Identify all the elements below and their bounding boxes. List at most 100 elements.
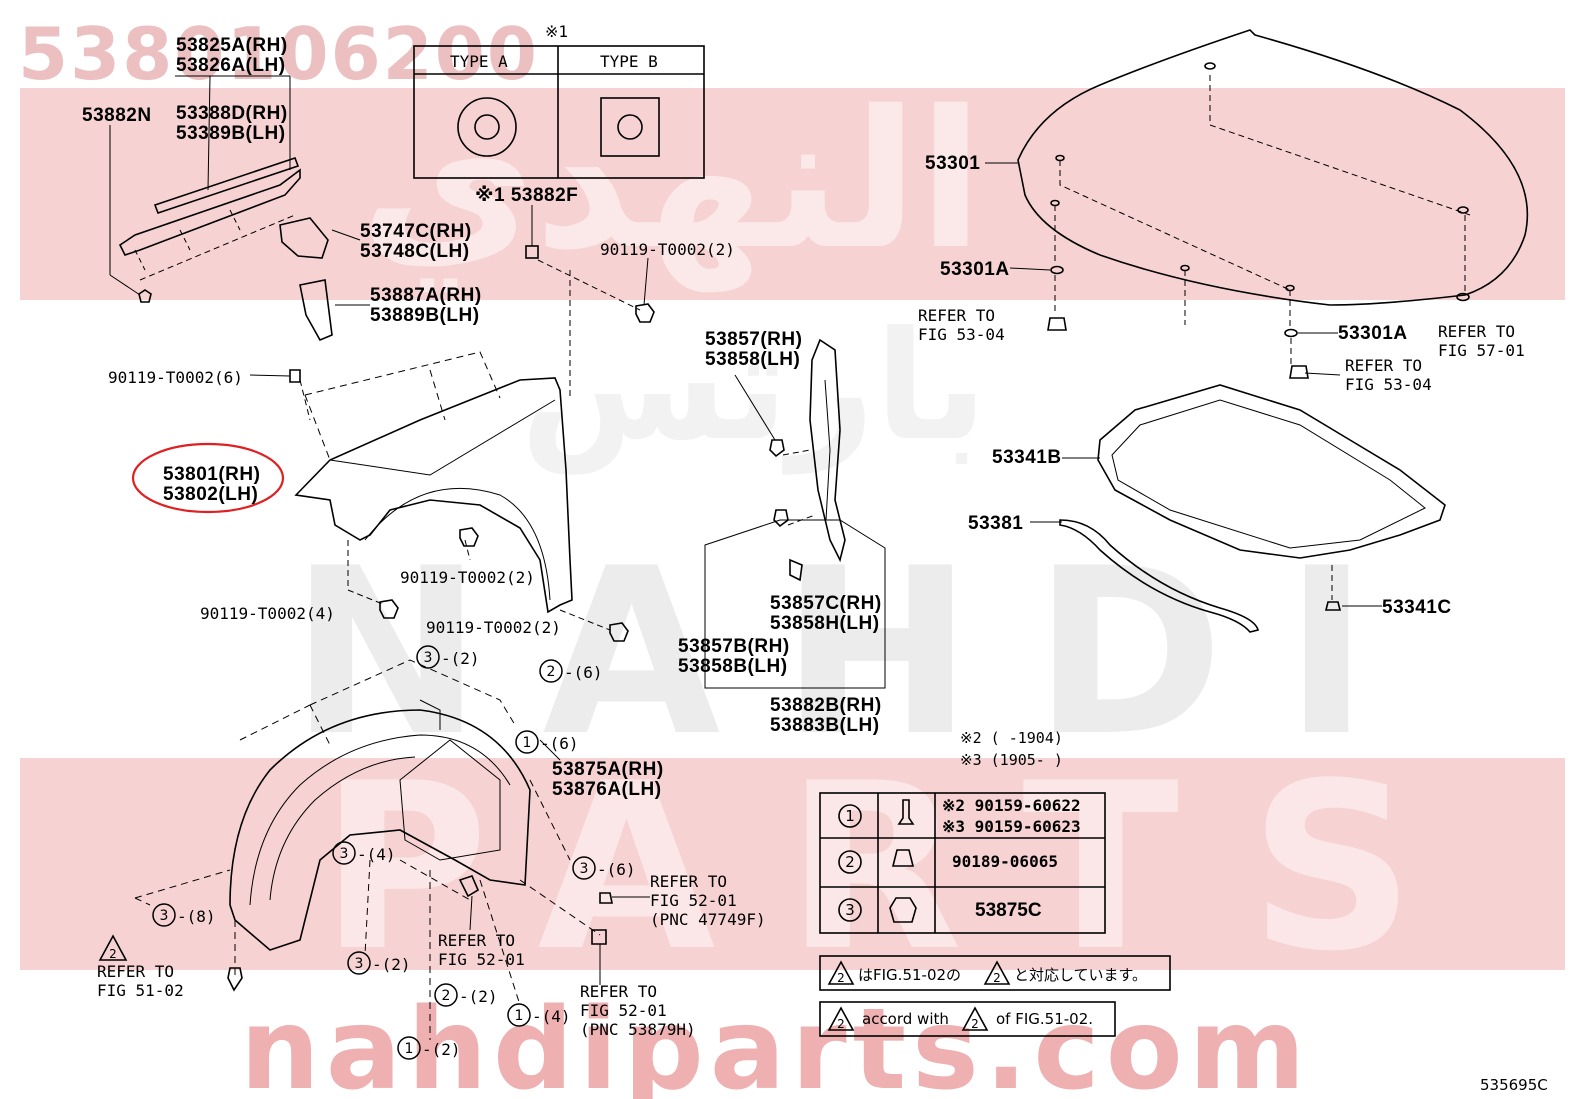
- legend-digit-3: 3: [845, 901, 855, 919]
- label-53857c: 53857C(RH): [770, 593, 882, 614]
- type-a-header: TYPE A: [450, 52, 508, 71]
- label-53826a: 53826A(LH): [176, 55, 286, 76]
- label-53301a-2: 53301A: [1338, 323, 1408, 344]
- label-53858: 53858(LH): [705, 349, 801, 370]
- circle-digit-2a: 2: [547, 664, 556, 680]
- circle-digit-3c: 3: [580, 861, 589, 877]
- label-refer-57-01-1: REFER TO: [1438, 322, 1516, 341]
- watermark-band-low: [20, 758, 1565, 970]
- circle-digit-3e: 3: [355, 956, 364, 972]
- label-53389b: 53389B(LH): [176, 123, 286, 144]
- label-53747c: 53747C(RH): [360, 221, 472, 242]
- label-refer-53-04-b2: FIG 53-04: [1345, 375, 1432, 394]
- note-en-middle: accord with: [862, 1010, 949, 1028]
- label-53748c: 53748C(LH): [360, 241, 470, 262]
- label-refer-53-04-a2: FIG 53-04: [918, 325, 1005, 344]
- label-53341b: 53341B: [992, 447, 1062, 468]
- label-53341c: 53341C: [1382, 597, 1452, 618]
- label-refer-57-01-2: FIG 57-01: [1438, 341, 1525, 360]
- legend-row3-part: 53875C: [975, 900, 1042, 921]
- count-3-2b: -(2): [372, 955, 411, 974]
- label-53825a: 53825A(RH): [176, 35, 288, 56]
- label-refer-52-01-a1: REFER TO: [650, 872, 728, 891]
- label-53876a: 53876A(LH): [552, 779, 662, 800]
- note-tri-digit-b: 2: [993, 971, 1001, 985]
- label-53802: 53802(LH): [163, 484, 259, 505]
- count-3-4: -(4): [357, 845, 396, 864]
- label-refer-52-01-c1: REFER TO: [580, 982, 658, 1001]
- label-53857: 53857(RH): [705, 329, 803, 350]
- circle-digit-2b: 2: [442, 988, 451, 1004]
- watermark-part-number: 5380106200: [18, 12, 539, 96]
- label-53381: 53381: [968, 513, 1024, 534]
- legend-row2-part: 90189-06065: [952, 852, 1058, 871]
- type-b-header: TYPE B: [600, 52, 658, 71]
- count-1-4: -(4): [532, 1007, 571, 1026]
- note-tri-digit-d: 2: [971, 1017, 979, 1031]
- label-bolt-c: 90119-T0002(2): [400, 568, 535, 587]
- note-en-post: of FIG.51-02.: [996, 1010, 1094, 1028]
- label-refer-53-04-b1: REFER TO: [1345, 356, 1423, 375]
- circle-digit-1b: 1: [515, 1008, 524, 1024]
- label-53858h: 53858H(LH): [770, 613, 880, 634]
- watermark-latin-mid: NAHDI: [290, 520, 1430, 787]
- label-refer-52-01-a2: FIG 52-01: [650, 891, 737, 910]
- circle-digit-1a: 1: [523, 735, 532, 751]
- count-3-8: -(8): [177, 907, 216, 926]
- circle-digit-3b: 3: [340, 846, 349, 862]
- label-bolt-e: 90119-T0002(2): [426, 618, 561, 637]
- legend-row1-part-b: ※3 90159-60623: [942, 817, 1081, 836]
- label-refer-52-01-b1: REFER TO: [438, 931, 516, 950]
- watermark-latin-low: PARTS: [320, 735, 1485, 1002]
- label-refer-52-01-c2: FIG 52-01: [580, 1001, 667, 1020]
- label-53882n: 53882N: [82, 105, 152, 126]
- label-53301: 53301: [925, 153, 981, 174]
- note-jp-post: と対応しています。: [1014, 966, 1148, 984]
- label-refer-51-02-1: REFER TO: [97, 962, 175, 981]
- label-53301a-1: 53301A: [940, 259, 1010, 280]
- count-1-2: -(2): [422, 1040, 461, 1059]
- circle-digit-3a: 3: [424, 650, 433, 666]
- label-53882b: 53882B(RH): [770, 695, 882, 716]
- label-53801: 53801(RH): [163, 464, 261, 485]
- note-tri-digit-a: 2: [837, 971, 845, 985]
- label-refer-53-04-a1: REFER TO: [918, 306, 996, 325]
- tri-digit-left: 2: [109, 947, 117, 961]
- note-2-range: ※2 ( -1904): [960, 729, 1063, 747]
- count-2-2: -(2): [459, 987, 498, 1006]
- count-1-6: -(6): [540, 734, 579, 753]
- figure-code: 535695C: [1480, 1076, 1548, 1094]
- label-53875a: 53875A(RH): [552, 759, 664, 780]
- watermark-arabic-mid: بارتس: [520, 300, 988, 474]
- label-refer-51-02-2: FIG 51-02: [97, 981, 184, 1000]
- label-bolt-d: 90119-T0002(4): [200, 604, 335, 623]
- count-3-2a: -(2): [441, 649, 480, 668]
- label-refer-52-01-c3: (PNC 53879H): [580, 1020, 696, 1039]
- legend-row1-part-a: ※2 90159-60622: [942, 796, 1081, 815]
- note-tri-digit-c: 2: [837, 1017, 845, 1031]
- label-53889b: 53889B(LH): [370, 305, 480, 326]
- label-bolt-a: 90119-T0002(2): [600, 240, 735, 259]
- note-jp-middle: はFIG.51-02の: [858, 966, 962, 984]
- label-53882f: ※1 53882F: [475, 185, 579, 206]
- label-bolt-b: 90119-T0002(6): [108, 368, 243, 387]
- label-refer-52-01-b2: FIG 52-01: [438, 950, 525, 969]
- legend-digit-2: 2: [845, 853, 855, 871]
- label-53883b: 53883B(LH): [770, 715, 880, 736]
- count-3-6: -(6): [597, 860, 636, 879]
- watermark-arabic-top: النهدي: [360, 70, 984, 291]
- label-refer-52-01-a3: (PNC 47749F): [650, 910, 766, 929]
- circle-digit-1c: 1: [405, 1041, 414, 1057]
- legend-digit-1: 1: [845, 807, 855, 825]
- watermark-band-top: [20, 88, 1565, 300]
- label-53857b: 53857B(RH): [678, 636, 790, 657]
- label-53388d: 53388D(RH): [176, 103, 288, 124]
- note-3-range: ※3 (1905- ): [960, 751, 1063, 769]
- circle-digit-3d: 3: [160, 908, 169, 924]
- label-53858b: 53858B(LH): [678, 656, 788, 677]
- count-2-6: -(6): [564, 663, 603, 682]
- type-table-note-mark: ※1: [545, 22, 569, 41]
- label-53887a: 53887A(RH): [370, 285, 482, 306]
